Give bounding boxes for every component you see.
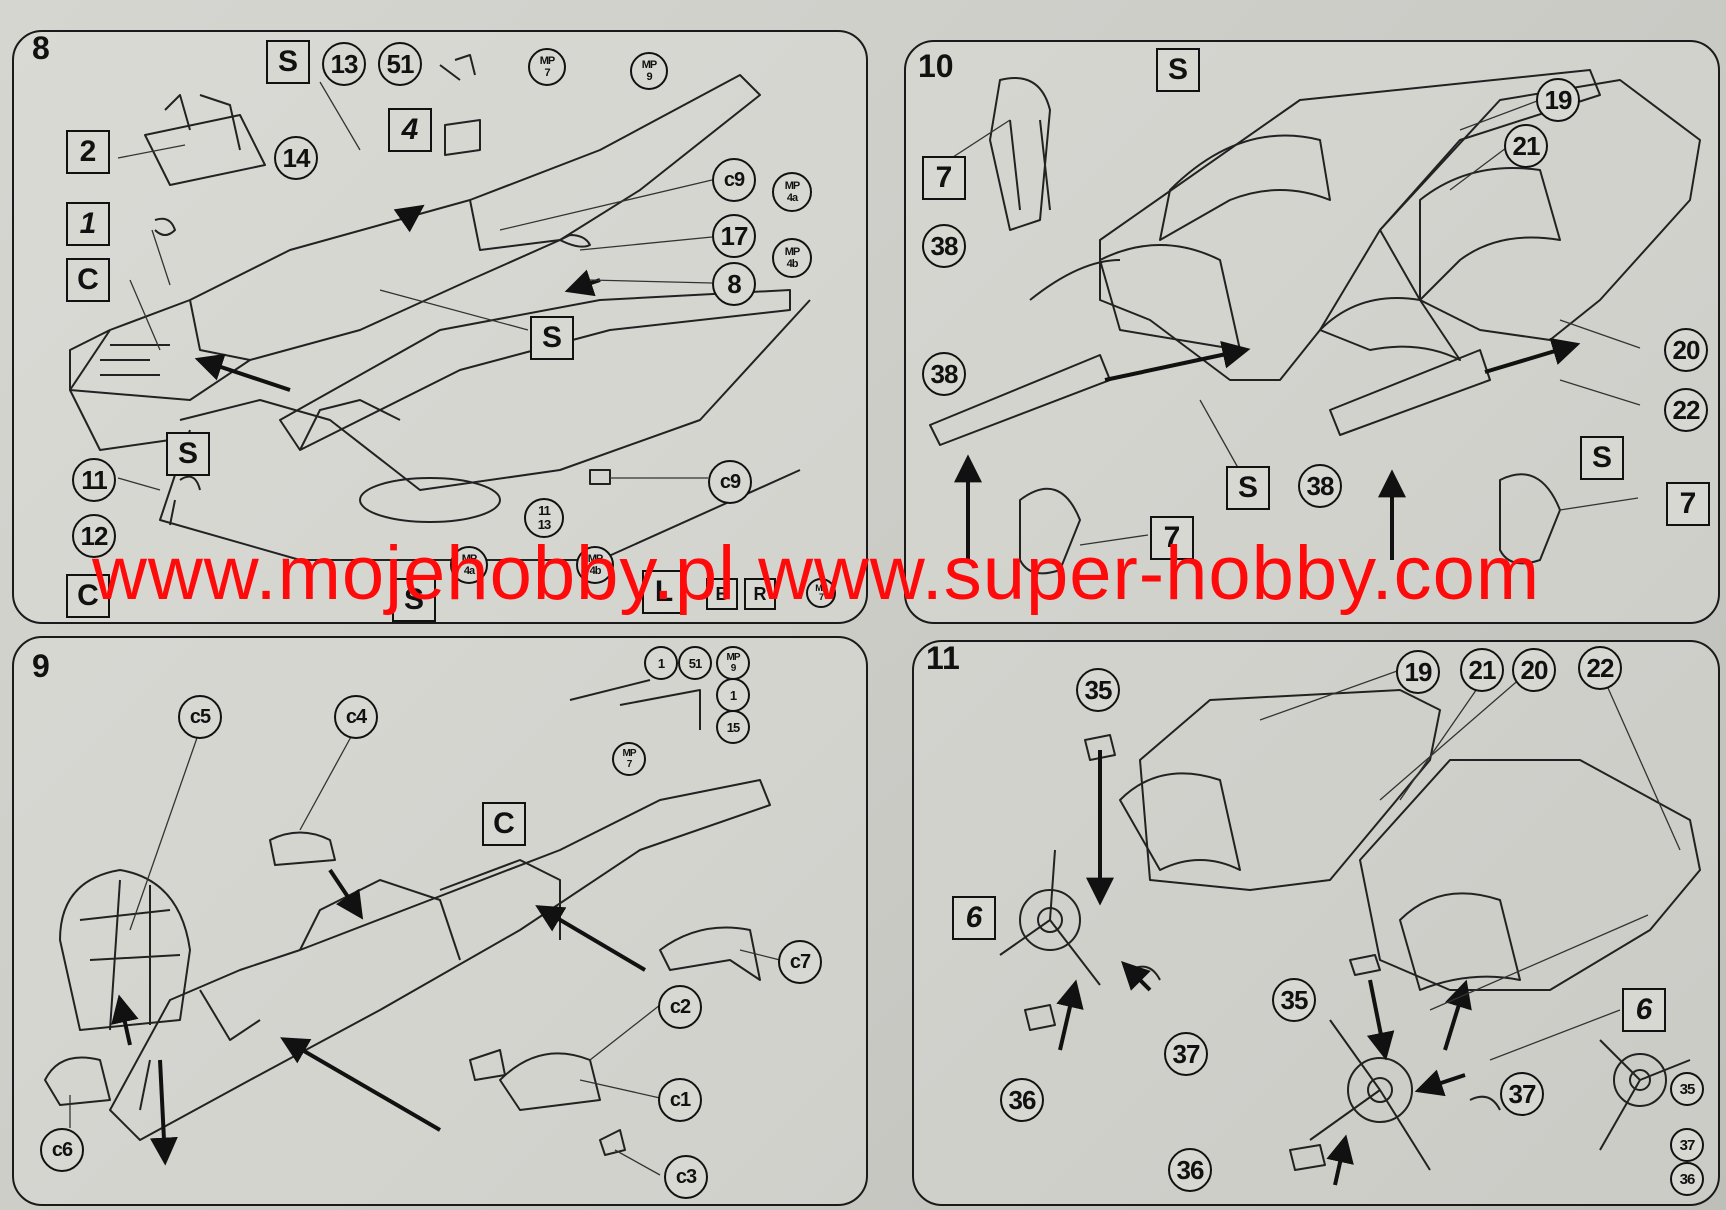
callout-part-20: 20 (1664, 328, 1708, 372)
step-number-8: 8 (32, 30, 50, 66)
callout-part-38: 38 (922, 224, 966, 268)
callout-part-37: 37 (1670, 1128, 1704, 1162)
callout-box-s: S (1156, 48, 1200, 92)
callout-box-s: S (1226, 466, 1270, 510)
callout-box-l: L (642, 570, 686, 614)
callout-part-35: 35 (1272, 978, 1316, 1022)
callout-part-51: 51 (378, 42, 422, 86)
callout-box-c: C (66, 258, 110, 302)
callout-part-38: 38 (922, 352, 966, 396)
callout-part-c4: c4 (334, 695, 378, 739)
callout-box-r: R (744, 578, 776, 610)
step-11-wing-drawing (999, 689, 1701, 1171)
callout-part-c7: c7 (778, 940, 822, 984)
callout-part-22: 22 (1578, 646, 1622, 690)
callout-box-7: 7 (922, 156, 966, 200)
step-8-fuselage-drawing (69, 74, 811, 561)
callout-part-1: 1 (716, 678, 750, 712)
callout-part-37: 37 (1500, 1072, 1544, 1116)
callout-part-15: 15 (716, 710, 750, 744)
callout-box-s: S (1580, 436, 1624, 480)
callout-box-s: S (530, 316, 574, 360)
callout-part-1: 1 (644, 646, 678, 680)
callout-box-1: 1 (66, 202, 110, 246)
callout-part-c9: c9 (712, 158, 756, 202)
callout-part-17: 17 (712, 214, 756, 258)
callout-part-35: 35 (1670, 1072, 1704, 1106)
step-number-11: 11 (926, 640, 960, 676)
callout-box-6: 6 (952, 896, 996, 940)
callout-part-c6: c6 (40, 1128, 84, 1172)
callout-part-38: 38 (1298, 464, 1342, 508)
callout-box-s: S (266, 40, 310, 84)
step-number-10: 10 (918, 48, 954, 84)
callout-part-35: 35 (1076, 668, 1120, 712)
callout-part-c2: c2 (658, 985, 702, 1029)
callout-box-s: S (166, 432, 210, 476)
step-9-fuselage-drawing (44, 679, 771, 1156)
callout-box-c: C (66, 574, 110, 618)
callout-box-c: C (482, 802, 526, 846)
callout-part-c3: c3 (664, 1155, 708, 1199)
callout-part-20: 20 (1512, 648, 1556, 692)
callout-part-37: 37 (1164, 1032, 1208, 1076)
callout-part-36: 36 (1000, 1078, 1044, 1122)
callout-part-c1: c1 (658, 1078, 702, 1122)
callout-box-s: S (392, 578, 436, 622)
step-8-panel (12, 30, 868, 624)
callout-part-11: 11 (72, 458, 116, 502)
callout-box-6: 6 (1622, 988, 1666, 1032)
callout-part-12: 12 (72, 514, 116, 558)
callout-part-36: 36 (1168, 1148, 1212, 1192)
callout-part-21: 21 (1504, 124, 1548, 168)
callout-part-13: 13 (322, 42, 366, 86)
callout-part-c5: c5 (178, 695, 222, 739)
step-number-9: 9 (32, 648, 50, 684)
callout-box-4: 4 (388, 108, 432, 152)
step-8-part-sketches (144, 54, 611, 526)
callout-box-7: 7 (1150, 516, 1194, 560)
callout-box-b: B (706, 578, 738, 610)
callout-box-7: 7 (1666, 482, 1710, 526)
callout-part-19: 19 (1396, 650, 1440, 694)
callout-box-2: 2 (66, 130, 110, 174)
watermark-text: www.mojehobby.pl www.super-hobby.com (92, 531, 1541, 616)
callout-part-22: 22 (1664, 388, 1708, 432)
callout-part-19: 19 (1536, 78, 1580, 122)
callout-part-c9: c9 (708, 460, 752, 504)
callout-part-51: 51 (678, 646, 712, 680)
callout-part-8: 8 (712, 262, 756, 306)
callout-part-21: 21 (1460, 648, 1504, 692)
callout-part-14: 14 (274, 136, 318, 180)
callout-part-36: 36 (1670, 1162, 1704, 1196)
